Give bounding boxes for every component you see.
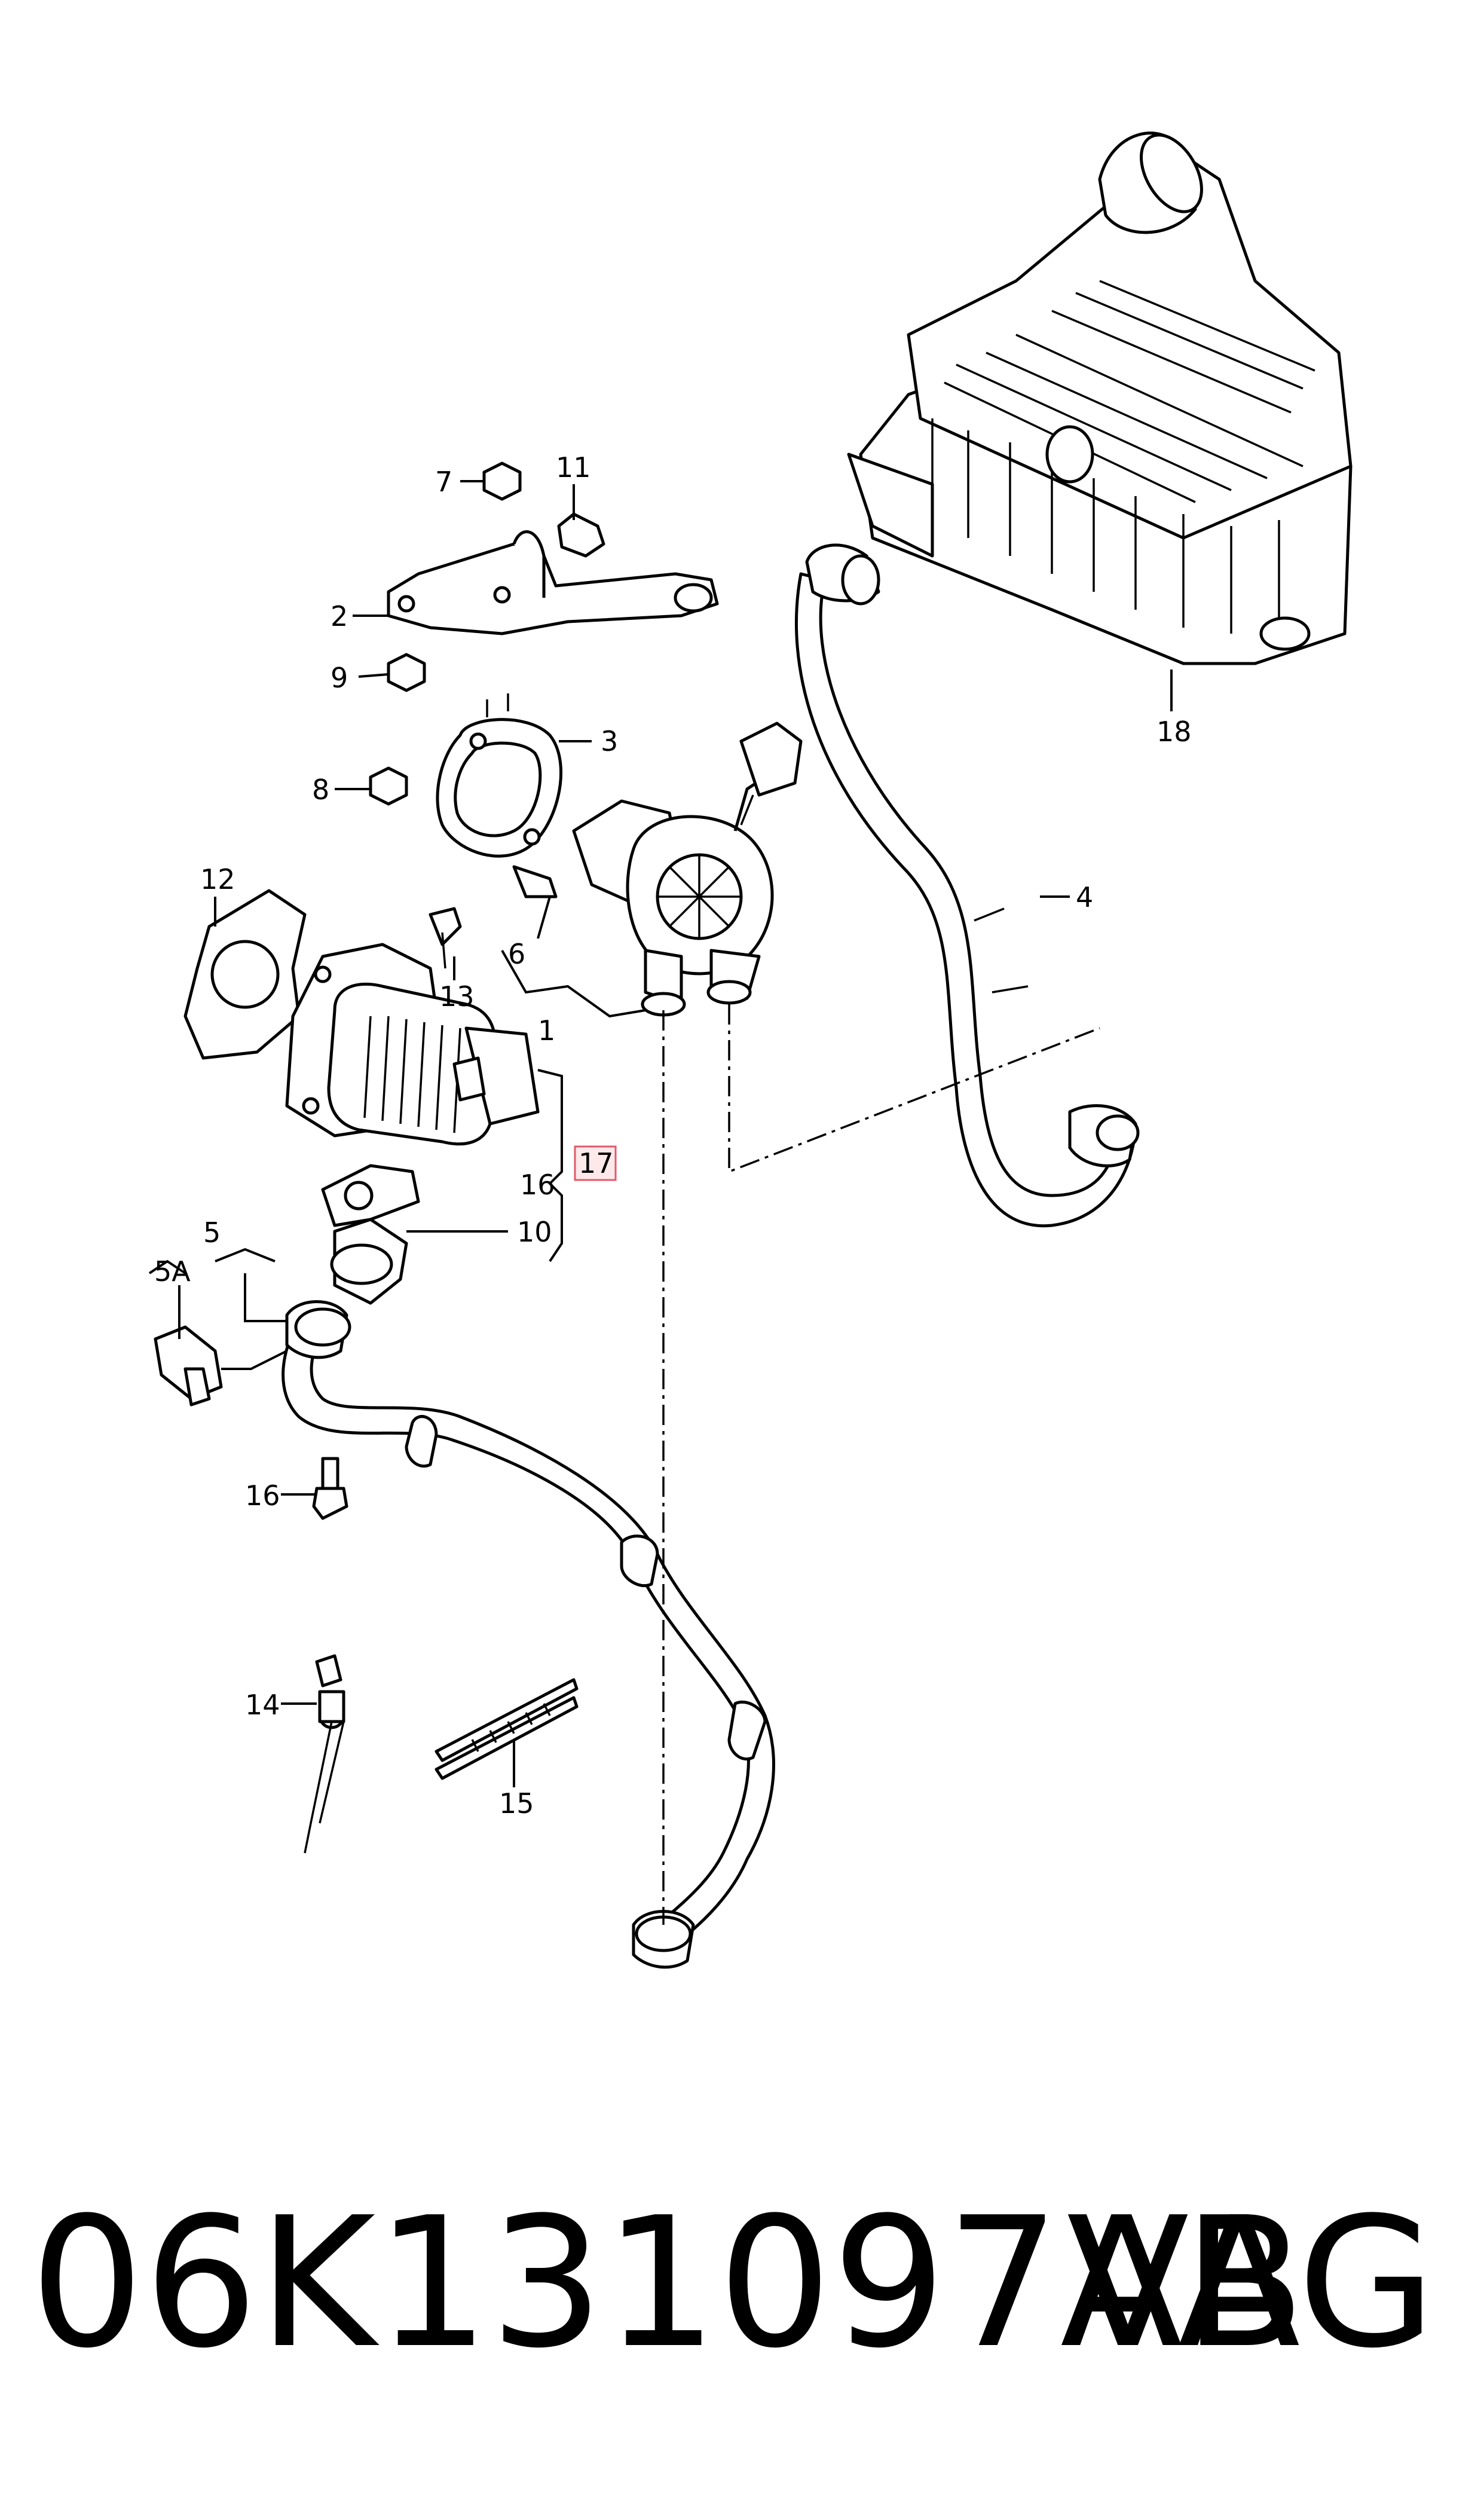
callout-4: 4 [1076,881,1093,913]
hose-elbow [321,1164,420,1305]
bolt-16 [312,1457,348,1520]
leader-lines [148,480,1173,1787]
combination-valve [285,943,540,1146]
callout-16-lower: 16 [245,1479,280,1512]
callout-2: 2 [331,600,348,632]
vacuum-hose-right [794,543,1140,1228]
callout-5a: 5A [154,1255,191,1288]
callout-8: 8 [312,774,329,806]
callout-11: 11 [556,451,591,484]
brand-name: VAG [1066,2179,1436,2387]
air-filter-housing [847,132,1353,665]
callout-14: 14 [245,1689,280,1721]
bolt-6 [512,865,558,898]
nut-7 [482,461,522,501]
secondary-air-pump [572,722,803,1017]
callout-16-upper: 16 [520,1169,555,1201]
clip-14 [304,1654,345,1854]
part-number: 06K131097AB [30,2179,1306,2387]
nut-8 [369,766,408,806]
callout-5: 5 [203,1216,221,1249]
nut-9 [387,653,426,692]
callout-10: 10 [517,1216,552,1248]
callout-3: 3 [601,725,618,757]
callout-6: 6 [508,938,525,970]
callout-13: 13 [439,980,475,1013]
lower-hose [281,1300,775,1969]
fasteners [369,461,605,969]
reference-lines [662,1004,1100,1925]
callout-12: 12 [200,863,235,895]
pump-gasket [436,718,563,858]
callout-18: 18 [1156,716,1192,748]
valve-gasket [183,889,307,1060]
callout-1: 1 [538,1014,555,1047]
exploded-parts-diagram: 7 11 2 9 3 8 18 4 12 6 13 1 16 17 10 5 5… [148,132,1353,1969]
mounting-bracket [387,530,719,635]
callout-17-highlight [574,1145,617,1181]
callout-15: 15 [499,1787,534,1820]
cable-ties-15 [435,1678,579,1780]
clip-11 [557,512,605,558]
callout-7: 7 [435,466,452,498]
callout-17: 17 [579,1147,614,1179]
sensor-5a [154,1325,223,1407]
bolt-13 [429,907,462,946]
callout-9: 9 [331,662,348,694]
